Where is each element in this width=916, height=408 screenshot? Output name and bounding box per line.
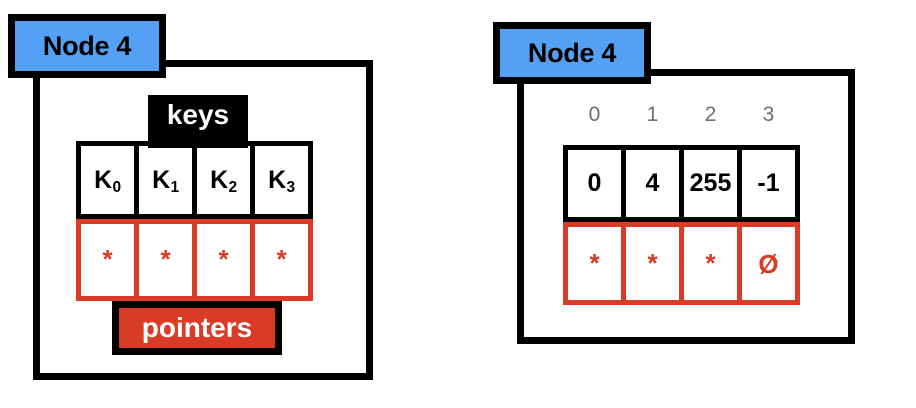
keys-tag-schematic: keys	[148, 95, 248, 148]
pointers-row-schematic: * * * *	[76, 219, 313, 301]
key-cell[interactable]: 255	[679, 145, 742, 222]
pointer-cell[interactable]: Ø	[737, 222, 800, 305]
key-cell-subscript: 3	[286, 179, 296, 197]
node-badge-label: Node 4	[42, 30, 132, 61]
key-cell-text: K3	[268, 165, 296, 197]
keys-tag-label: keys	[166, 99, 230, 130]
key-cell-text: K1	[152, 165, 180, 197]
pointers-row-concrete: * * * Ø	[563, 222, 800, 305]
pointer-cell[interactable]: *	[192, 219, 255, 301]
keys-row-schematic: K0 K1 K2 K3	[76, 141, 313, 219]
pointer-star-icon: *	[276, 244, 287, 275]
key-cell-subscript: 0	[112, 179, 122, 197]
node-badge-concrete[interactable]: Node 4	[493, 22, 651, 84]
pointers-tag-label: pointers	[141, 312, 253, 343]
key-cell-text: K0	[94, 165, 122, 197]
pointer-star-icon: *	[705, 247, 716, 278]
pointer-star-icon: *	[102, 244, 113, 275]
pointer-cell[interactable]: *	[679, 222, 742, 305]
key-cell[interactable]: K0	[76, 141, 139, 219]
keys-row-concrete: 0 4 255 -1	[563, 145, 800, 222]
key-cell[interactable]: K1	[134, 141, 197, 219]
key-cell-subscript: 2	[228, 179, 238, 197]
pointer-cell[interactable]: *	[76, 219, 139, 301]
key-cell[interactable]: 0	[563, 145, 626, 222]
pointer-star-icon: *	[647, 247, 658, 278]
index-label: 0	[588, 103, 601, 126]
node-badge-schematic[interactable]: Node 4	[8, 14, 166, 78]
index-label: 2	[704, 103, 717, 126]
key-cell[interactable]: 4	[621, 145, 684, 222]
index-label: 1	[646, 103, 659, 126]
null-pointer-icon: Ø	[758, 248, 779, 279]
key-cell[interactable]: -1	[737, 145, 800, 222]
pointer-cell[interactable]: *	[134, 219, 197, 301]
pointer-cell[interactable]: *	[563, 222, 626, 305]
index-label: 3	[762, 103, 775, 126]
pointer-star-icon: *	[160, 244, 171, 275]
index-row-concrete: 0 1 2 3	[563, 100, 800, 130]
key-cell-subscript: 1	[170, 179, 180, 197]
pointer-cell[interactable]: *	[250, 219, 313, 301]
pointer-star-icon: *	[589, 247, 600, 278]
pointer-star-icon: *	[218, 244, 229, 275]
key-cell-text: K2	[210, 165, 238, 197]
pointer-cell[interactable]: *	[621, 222, 684, 305]
node-badge-label: Node 4	[527, 37, 617, 68]
key-cell[interactable]: K3	[250, 141, 313, 219]
key-cell[interactable]: K2	[192, 141, 255, 219]
pointers-tag-schematic: pointers	[112, 301, 282, 355]
